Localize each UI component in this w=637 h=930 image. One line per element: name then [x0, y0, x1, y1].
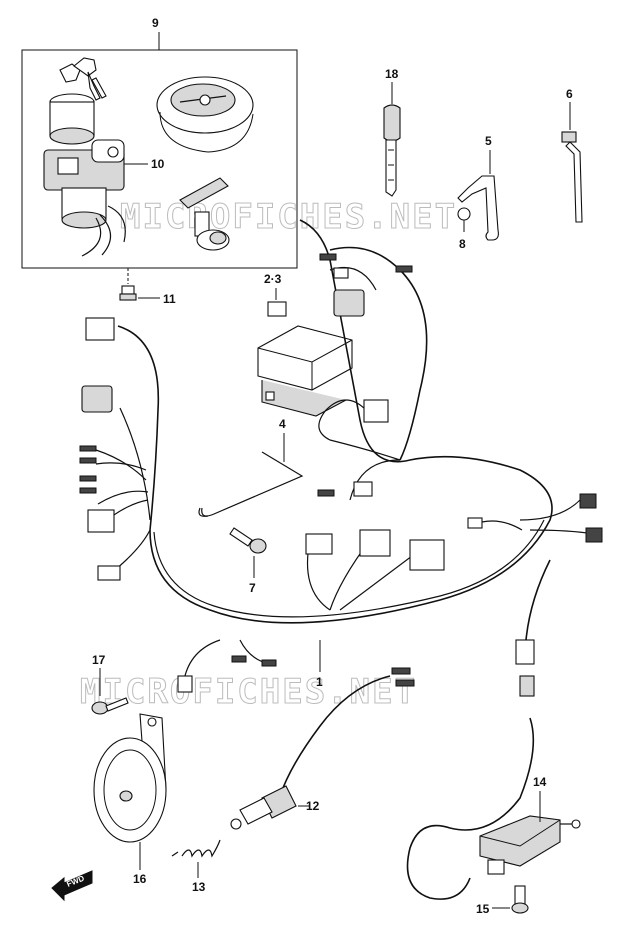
ignition-switch: [43, 93, 126, 257]
sensor-14: 14: [406, 717, 581, 900]
connector-left-1: [85, 317, 115, 341]
bolt-15: 15: [476, 885, 529, 916]
watermark-top: MICROFICHES.NET: [120, 197, 457, 237]
connector-left-3: [87, 509, 115, 533]
terminal-right-2: [585, 527, 603, 543]
callout-1: 1: [316, 675, 323, 689]
callout-18: 18: [385, 67, 399, 81]
ignition-switch-set-group: 9: [21, 16, 298, 269]
forward-direction-arrow: FWD: [51, 870, 93, 902]
connector-mid-5: [409, 539, 445, 571]
callout-12: 12: [306, 799, 320, 813]
wire-rod-4: 4: [198, 417, 304, 517]
callout-11: 11: [163, 292, 176, 306]
ignition-keys: [59, 57, 107, 101]
callout-10: 10: [151, 157, 165, 171]
callout-14: 14: [533, 775, 547, 789]
connector-left-4: [97, 565, 121, 581]
connector-mid-2: [353, 481, 373, 497]
cable-tie-6: 6: [561, 87, 583, 223]
lock-bracket: [179, 177, 230, 251]
screw-8: 8: [457, 207, 471, 251]
callout-4: 4: [279, 417, 286, 431]
callout-15: 15: [476, 902, 490, 916]
terminal-top-1: [319, 253, 337, 261]
connector-top-1: [333, 289, 365, 317]
terminal-top-2: [395, 265, 413, 273]
connector-mid-4: [359, 529, 391, 557]
callout-5: 5: [485, 134, 492, 148]
connector-mid-1: [363, 399, 389, 423]
horn-16: 16: [93, 713, 167, 886]
switch-lead-12: 12: [230, 667, 415, 830]
callout-8: 8: [459, 237, 466, 251]
bolt-11: 11: [119, 268, 176, 306]
connector-mid-3: [305, 533, 333, 555]
watermark-bottom: MICROFICHES.NET: [80, 672, 417, 712]
bolt-17: 17: [91, 653, 129, 715]
terminal-right-1: [579, 493, 597, 509]
bracket-5: 5: [457, 134, 499, 241]
lock-cap: [156, 76, 254, 153]
callout-17: 17: [92, 653, 106, 667]
key-18: 18: [383, 67, 401, 197]
spring-13: 13: [171, 839, 221, 894]
callout-6: 6: [566, 87, 573, 101]
fuse: [267, 301, 287, 317]
callout-16: 16: [133, 872, 147, 886]
callout-13: 13: [192, 880, 206, 894]
callout-2-3: 2·3: [264, 272, 282, 286]
connector-left-2: [81, 385, 113, 413]
callout-7: 7: [249, 581, 256, 595]
main-wiring-harness: 1: [79, 219, 603, 697]
callout-9: 9: [152, 16, 159, 30]
connector-right-down: [515, 639, 535, 665]
screw-7: 7: [229, 527, 267, 595]
fuse-box: 2·3: [257, 272, 353, 417]
terminal-leads-left: [79, 445, 97, 494]
